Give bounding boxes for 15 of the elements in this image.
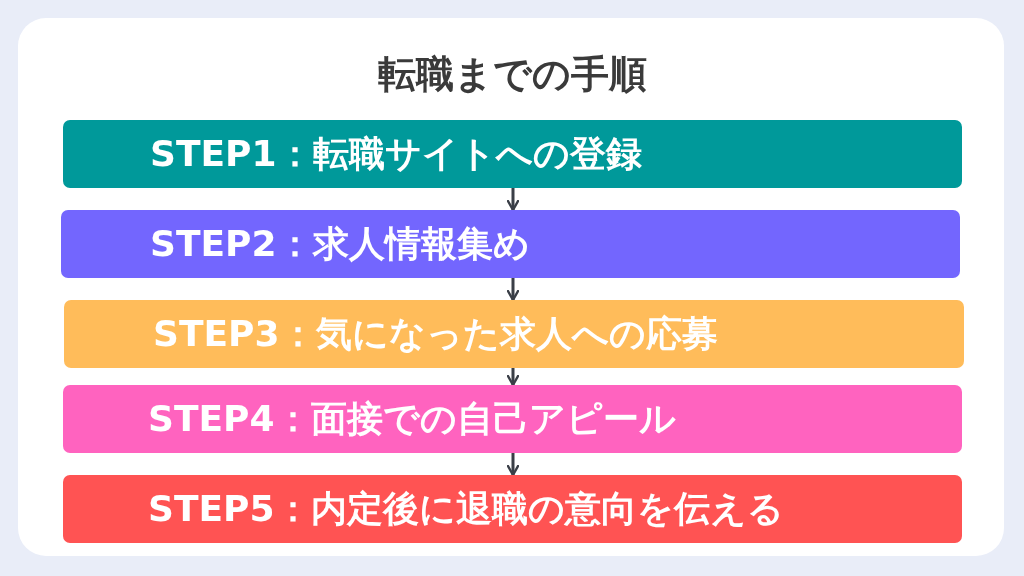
step-box [63,385,962,453]
step-box [63,120,962,188]
step-box [63,475,962,543]
arrow [506,186,520,212]
title: 転職までの手順 [377,52,647,96]
step-label: STEP1：転職サイトへの登録 [150,132,642,176]
step-label: STEP5：内定後に退職の意向を伝える [148,487,784,531]
step-label: STEP3：気になった求人への応募 [153,312,718,356]
step-box [64,300,964,368]
step-label: STEP4：面接での自己アピール [148,397,676,441]
step-box [61,210,960,278]
arrow [506,366,520,387]
arrow [506,451,520,477]
step-label: STEP2：求人情報集め [150,222,530,266]
arrow [506,276,520,302]
